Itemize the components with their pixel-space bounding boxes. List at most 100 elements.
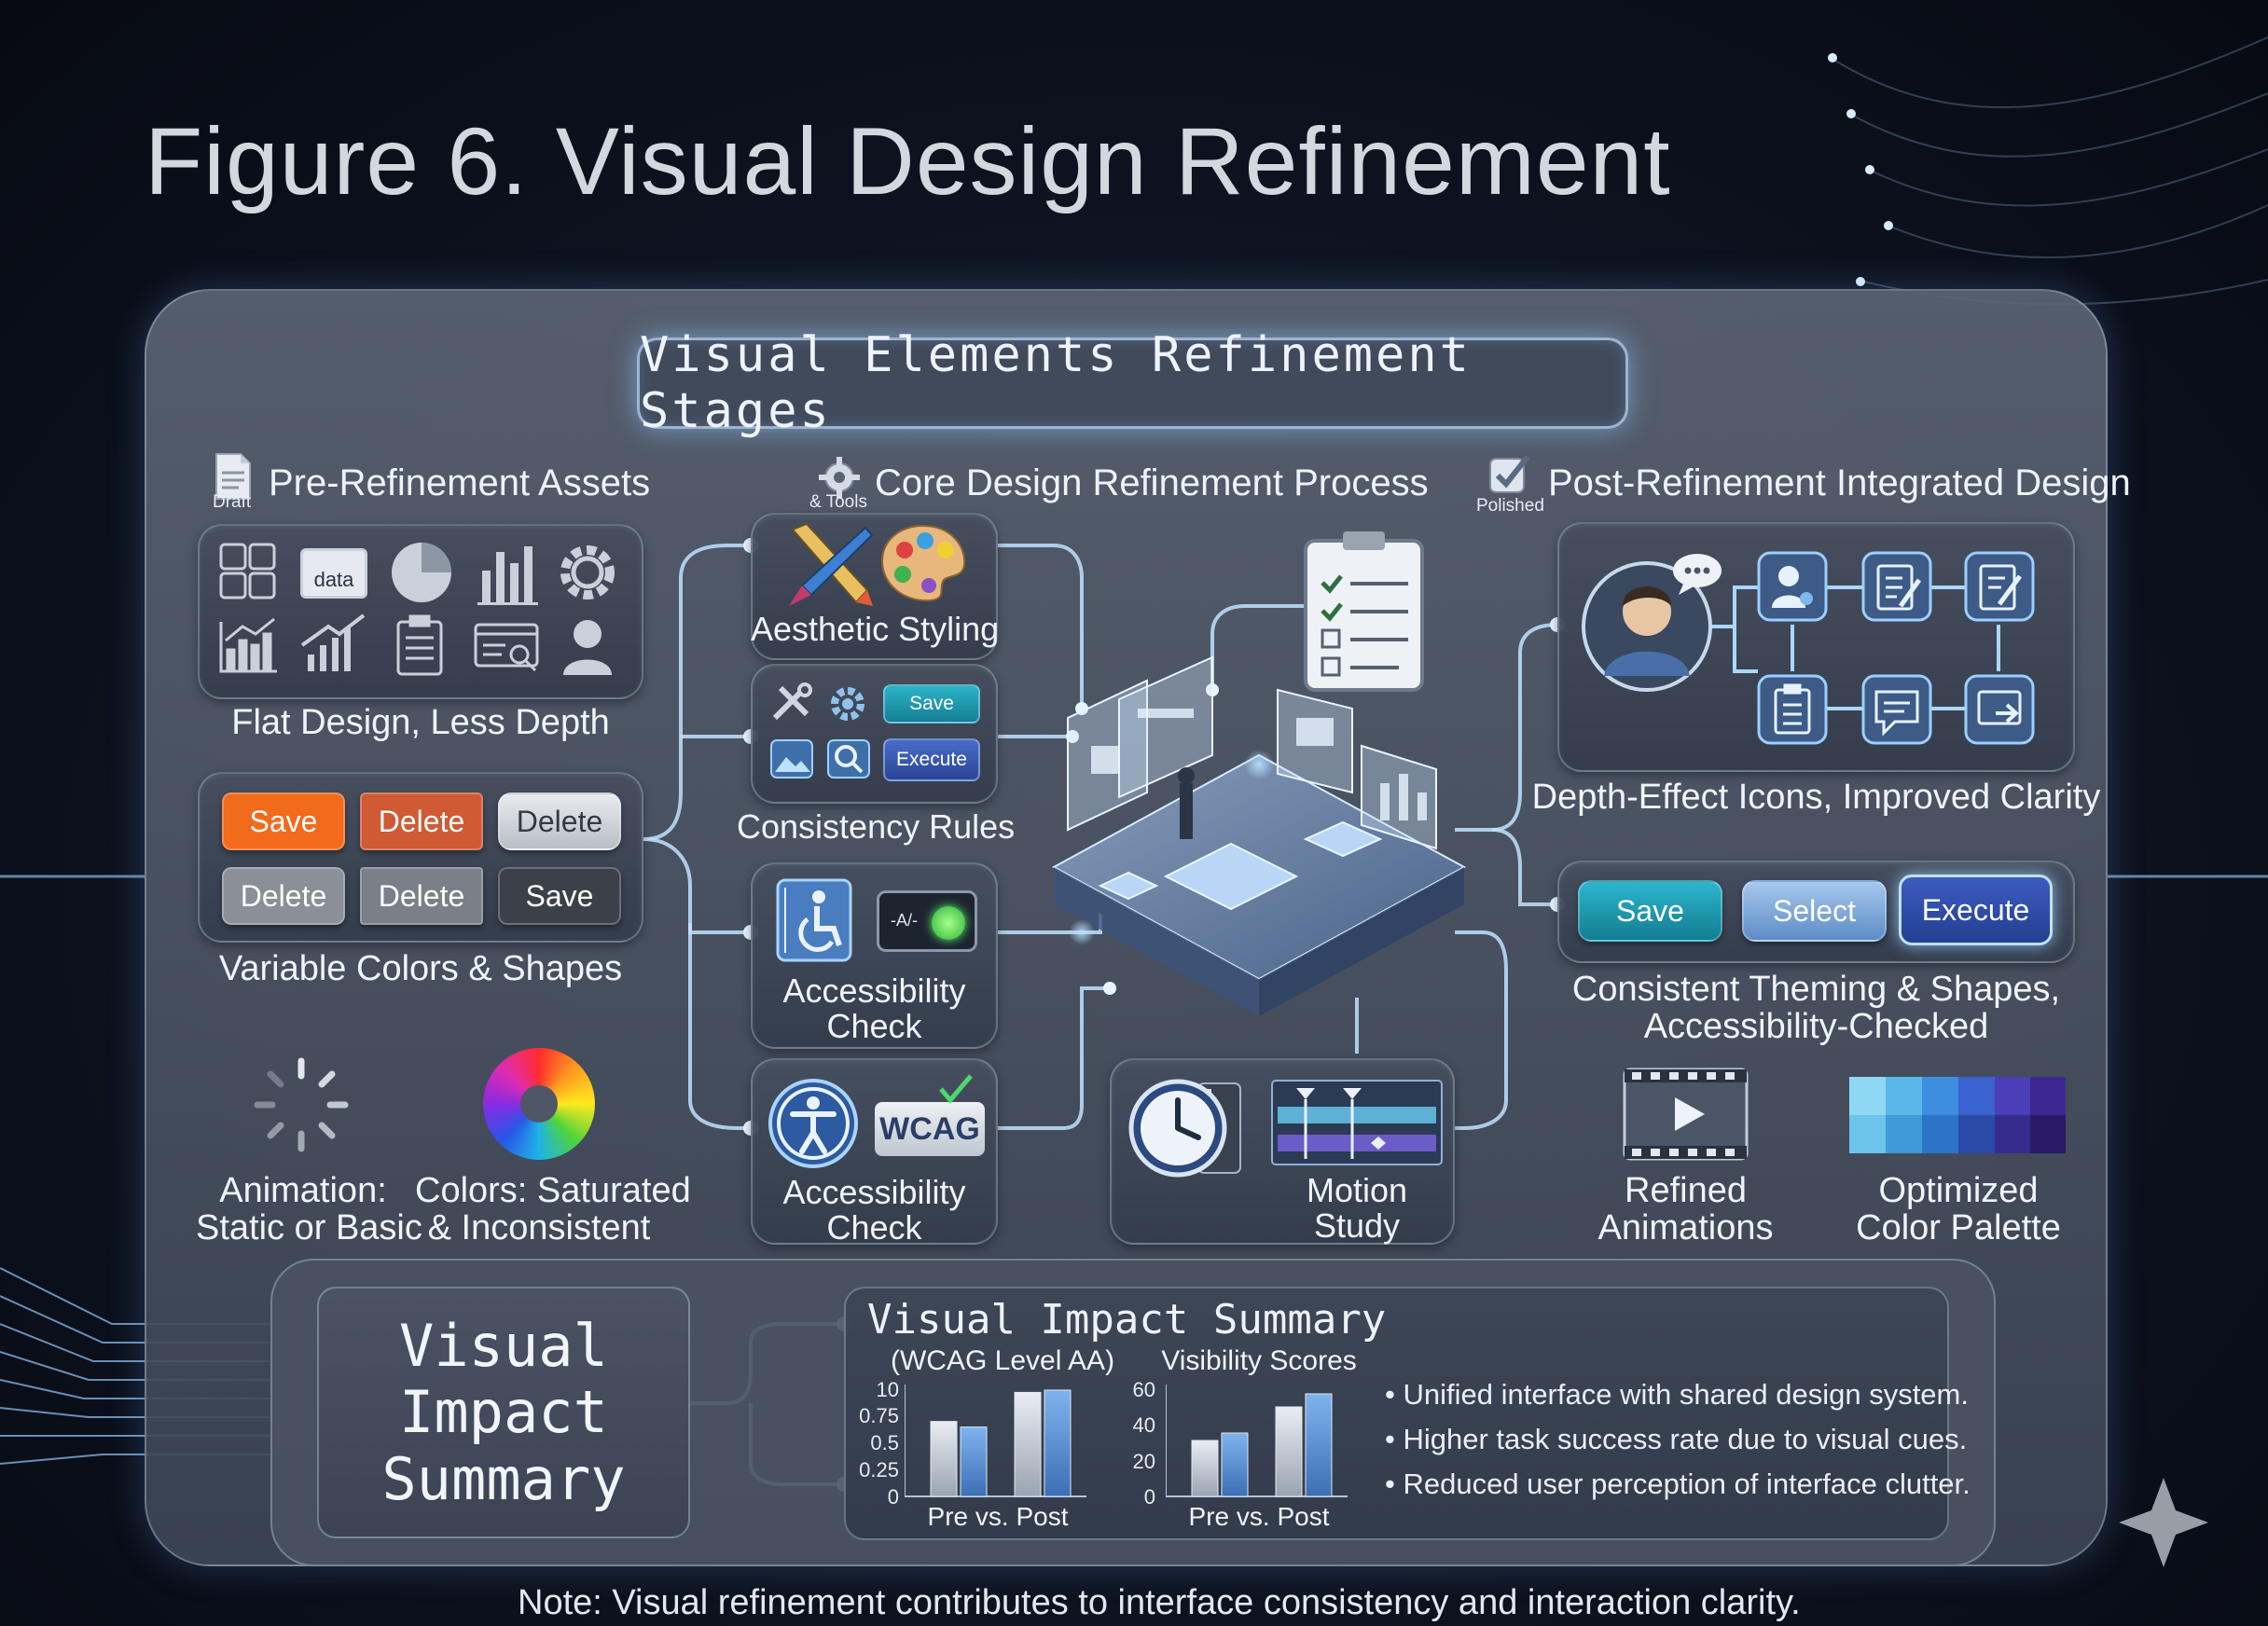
trend-chart-icon: [300, 613, 366, 671]
animations-caption-line1: Refined: [1625, 1171, 1747, 1210]
post-execute-button[interactable]: Execute: [1899, 875, 2053, 945]
clipboard-flat-icon: [396, 614, 443, 676]
aesthetic-styling-card: [751, 513, 998, 660]
chart1-bars: [905, 1385, 1086, 1497]
theming-caption-line2: Accessibility-Checked: [1643, 1006, 1989, 1046]
accessibility2-line2: Check: [826, 1207, 922, 1247]
delete-button-red[interactable]: Delete: [360, 792, 483, 850]
edit-document-icon: [1979, 564, 2023, 611]
color-palette-swatches: [1849, 1077, 2066, 1153]
bar-post-2: [1305, 1393, 1333, 1497]
summary-bullet: • Unified interface with shared design s…: [1385, 1378, 1969, 1411]
colors-caption-line1: Colors: Saturated: [415, 1171, 691, 1210]
chart2-bars: [1166, 1385, 1348, 1497]
summary-bullet: • Reduced user perception of interface c…: [1385, 1468, 1971, 1500]
chart2-xlabel: Pre vs. Post: [1188, 1502, 1330, 1531]
line-chart-icon: [219, 617, 277, 673]
bar-pre-2: [960, 1426, 988, 1497]
accessibility-person-icon: [768, 1079, 858, 1168]
chart2-title: Visibility Scores: [1161, 1345, 1357, 1376]
consistency-execute-button[interactable]: Execute: [883, 738, 980, 781]
save-button-orange[interactable]: Save: [222, 792, 345, 850]
flat-design-caption: Flat Design, Less Depth: [231, 703, 610, 742]
tools-icon: [772, 682, 812, 721]
consistency-rules-label: Consistency Rules: [737, 807, 1016, 846]
delete-button-gray[interactable]: Delete: [222, 867, 345, 925]
side-title-line1: Visual: [399, 1312, 608, 1381]
figure-title: Figure 6. Visual Design Refinement: [145, 108, 1671, 214]
video-play-icon: [1623, 1068, 1749, 1161]
contrast-label: -A/-: [891, 911, 918, 930]
flat-icon-grid: [219, 543, 615, 676]
theming-caption-line1: Consistent Theming & Shapes,: [1571, 970, 2061, 1009]
bar-pre-1: [930, 1421, 958, 1497]
clipboard-checklist-icon: [1304, 531, 1424, 692]
colors-caption: Colors: Saturated & Inconsistent: [415, 1171, 691, 1247]
tools-label: & Tools: [809, 492, 867, 512]
side-title-line3: Summary: [381, 1444, 626, 1513]
summary-bullet-text: Unified interface with shared design sys…: [1403, 1378, 1969, 1411]
clock-icon: [1128, 1079, 1241, 1178]
contrast-toggle[interactable]: -A/-: [877, 890, 977, 952]
chart2-ytick: 20: [1132, 1450, 1155, 1473]
accessibility2-line1: Accessibility: [782, 1173, 966, 1211]
post-select-button[interactable]: Select: [1742, 880, 1887, 942]
save-button-dark[interactable]: Save: [498, 867, 621, 925]
polished-label: Polished: [1476, 496, 1544, 516]
chart2-ytick: 40: [1132, 1413, 1155, 1437]
accessibility-check-label-2: Accessibility Check: [751, 1175, 998, 1246]
chart1-ytick: 0.75: [859, 1404, 899, 1427]
bar-pre-1: [1191, 1440, 1219, 1497]
draft-label: Draft: [213, 492, 252, 512]
window-search-icon: [474, 623, 539, 672]
checkbox-icon: [1489, 455, 1530, 493]
chart2-ytick: 0: [1143, 1485, 1155, 1509]
chart1-ytick: 0: [887, 1485, 899, 1509]
figure-note: Note: Visual refinement contributes to i…: [518, 1583, 1801, 1622]
checklist-pen-icon: [1876, 564, 1922, 611]
chart1-ytick: 10: [876, 1378, 899, 1401]
depth-icon-network: [1582, 551, 2035, 745]
delete-button-light[interactable]: Delete: [498, 792, 621, 850]
pre-refinement-title: Pre-Refinement Assets: [269, 462, 651, 503]
image-icon: [770, 739, 813, 779]
document-icon: [215, 453, 251, 500]
bar-pre-2: [1221, 1432, 1249, 1497]
isometric-workspace-illustration: [1051, 531, 1467, 1016]
side-title-line2: Impact: [399, 1378, 608, 1447]
clipboard-list-icon: [1774, 683, 1811, 735]
bar-chart-icon: [477, 546, 538, 605]
motion-line1: Motion: [1306, 1171, 1408, 1209]
delete-button-dark-gray[interactable]: Delete: [360, 867, 483, 925]
post-save-button[interactable]: Save: [1578, 880, 1722, 942]
animation-caption: Animation: Static or Basic: [196, 1171, 422, 1247]
stages-title-box: Visual Elements Refinement Stages: [637, 327, 1628, 439]
pie-chart-icon: [392, 543, 451, 602]
brush-pencil-icon: [789, 522, 874, 606]
consistency-save-button[interactable]: Save: [883, 684, 980, 723]
animations-caption-line2: Animations: [1597, 1207, 1774, 1247]
bar-post-1: [1275, 1406, 1303, 1497]
search-icon: [827, 739, 870, 779]
visual-impact-heading: Visual Impact Summary: [381, 1313, 625, 1512]
stages-title: Visual Elements Refinement Stages: [640, 327, 1472, 439]
palette-caption-line1: Optimized: [1878, 1171, 2039, 1210]
palette-caption-line2: Color Palette: [1856, 1207, 2061, 1247]
animation-caption-line1: Animation:: [219, 1171, 387, 1210]
colors-caption-line2: & Inconsistent: [427, 1207, 651, 1247]
motion-study-label: Motion Study: [1250, 1173, 1464, 1244]
summary-bullet: • Higher task success rate due to visual…: [1385, 1423, 1968, 1455]
accessibility1-line1: Accessibility: [782, 971, 966, 1010]
motion-line2: Study: [1313, 1206, 1401, 1245]
user-avatar-icon: [1582, 554, 1722, 692]
chart2-ytick: 60: [1132, 1378, 1155, 1401]
theming-caption: Consistent Theming & Shapes, Accessibili…: [1529, 971, 2103, 1046]
settings-gear-icon: [831, 687, 864, 721]
chart1-ytick: 0.5: [870, 1431, 899, 1454]
gear-icon: [819, 457, 860, 498]
refined-animations-caption: Refined Animations: [1576, 1171, 1795, 1247]
data-icon-label: data: [313, 568, 354, 591]
user-settings-icon: [1772, 566, 1813, 608]
export-screen-icon: [1977, 690, 2022, 725]
loading-spinner-icon: [254, 1057, 349, 1152]
